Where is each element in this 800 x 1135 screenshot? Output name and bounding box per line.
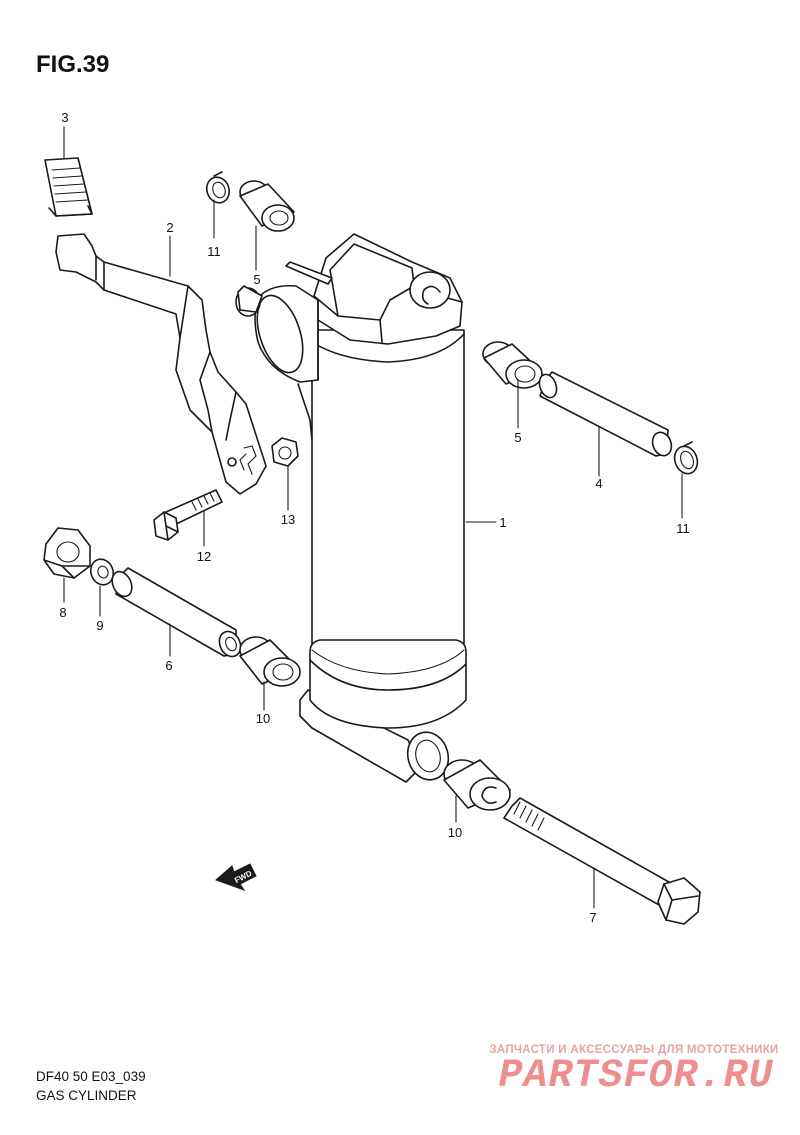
- callout-9: 9: [96, 618, 103, 633]
- callout-1: 1: [499, 515, 506, 530]
- callout-6: 6: [165, 658, 172, 673]
- callout-13: 13: [281, 512, 295, 527]
- callout-5-upper-left: 5: [253, 272, 260, 287]
- leader-lines: [63, 126, 683, 909]
- forward-direction-arrow: FWD: [215, 863, 257, 891]
- figure-caption: GAS CYLINDER: [36, 1088, 137, 1103]
- nut-8: [43, 527, 91, 579]
- bolt-12: [153, 489, 223, 541]
- lower-sleeve: [111, 567, 242, 658]
- bushing-lower-left: [239, 636, 301, 687]
- small-nut: [271, 437, 299, 467]
- callout-7: 7: [589, 910, 596, 925]
- bushing-upper-left: [239, 180, 295, 232]
- callout-2: 2: [166, 220, 173, 235]
- callout-12: 12: [197, 549, 211, 564]
- callout-11-left: 11: [207, 244, 221, 259]
- snap-ring-left: [205, 171, 231, 204]
- callout-11-right: 11: [676, 521, 690, 536]
- upper-pin: [538, 371, 673, 457]
- callout-8: 8: [59, 605, 66, 620]
- grip-pad: [44, 157, 93, 217]
- snap-ring-right: [673, 441, 699, 475]
- figure-title: FIG.39: [36, 51, 109, 78]
- model-code: DF40 50 E03_039: [36, 1069, 146, 1084]
- callout-10-right: 10: [448, 825, 462, 840]
- watermark-tagline: ЗАПЧАСТИ И АКСЕССУАРЫ ДЛЯ МОТОТЕХНИКИ: [489, 1044, 778, 1056]
- bushing-upper-right: [482, 341, 543, 389]
- watermark: ЗАПЧАСТИ И АКСЕССУАРЫ ДЛЯ МОТОТЕХНИКИ PA…: [489, 1044, 778, 1099]
- callout-3: 3: [61, 110, 68, 125]
- gas-cylinder: [235, 233, 467, 783]
- bracket-arm: [55, 233, 267, 495]
- watermark-brand: PARTSFOR.RU: [498, 1054, 773, 1099]
- callout-4: 4: [595, 476, 602, 491]
- bushing-lower-right: [443, 759, 511, 811]
- callout-10-left: 10: [256, 711, 270, 726]
- lower-bolt: [503, 797, 701, 925]
- washer-9: [89, 558, 115, 586]
- callout-5-upper-right: 5: [514, 430, 521, 445]
